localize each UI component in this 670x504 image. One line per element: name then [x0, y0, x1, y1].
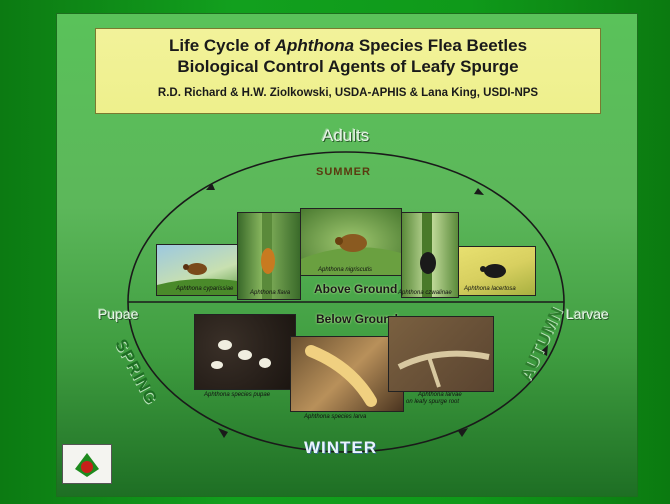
photo-czwalinae — [401, 212, 459, 298]
stage-adults: Adults — [322, 126, 369, 146]
root-icon — [389, 317, 493, 391]
caption-pupae: Aphthona species pupae — [204, 392, 270, 398]
photo-pupae — [194, 314, 296, 390]
caption-larvae-root-1: Aphthona larvae — [418, 392, 462, 398]
caption-flava: Aphthona flava — [250, 290, 290, 296]
photo-larvae-root — [388, 316, 494, 392]
beetle-icon — [238, 213, 300, 299]
photo-larva — [290, 336, 404, 412]
logo — [62, 444, 112, 484]
caption-larva: Aphthona species larva — [304, 414, 366, 420]
beetle-icon — [301, 209, 401, 275]
caption-czwalinae: Aphthona czwalinae — [398, 290, 452, 296]
larva-icon — [291, 337, 403, 411]
caption-nigriscutis: Aphthona nigriscutis — [318, 267, 372, 273]
caption-lacertosa: Aphthona lacertosa — [464, 286, 516, 292]
stage-pupae: Pupae — [98, 306, 138, 322]
arrow-icon — [474, 188, 484, 195]
season-winter: WINTER — [304, 438, 377, 458]
pupae-icon — [195, 315, 295, 389]
stage-larvae: Larvae — [566, 306, 609, 322]
season-summer: SUMMER — [316, 166, 371, 178]
beetle-icon — [402, 213, 458, 297]
label-below-ground: Below Ground — [316, 312, 398, 326]
arrow-icon — [218, 428, 228, 438]
label-above-ground: Above Ground — [314, 282, 397, 296]
photo-flava — [237, 212, 301, 300]
leaf-logo-icon — [63, 445, 111, 483]
caption-larvae-root-2: on leafy spurge root — [406, 399, 459, 405]
caption-cyparissiae: Aphthona cyparissiae — [176, 286, 233, 292]
photo-nigriscutis — [300, 208, 402, 276]
